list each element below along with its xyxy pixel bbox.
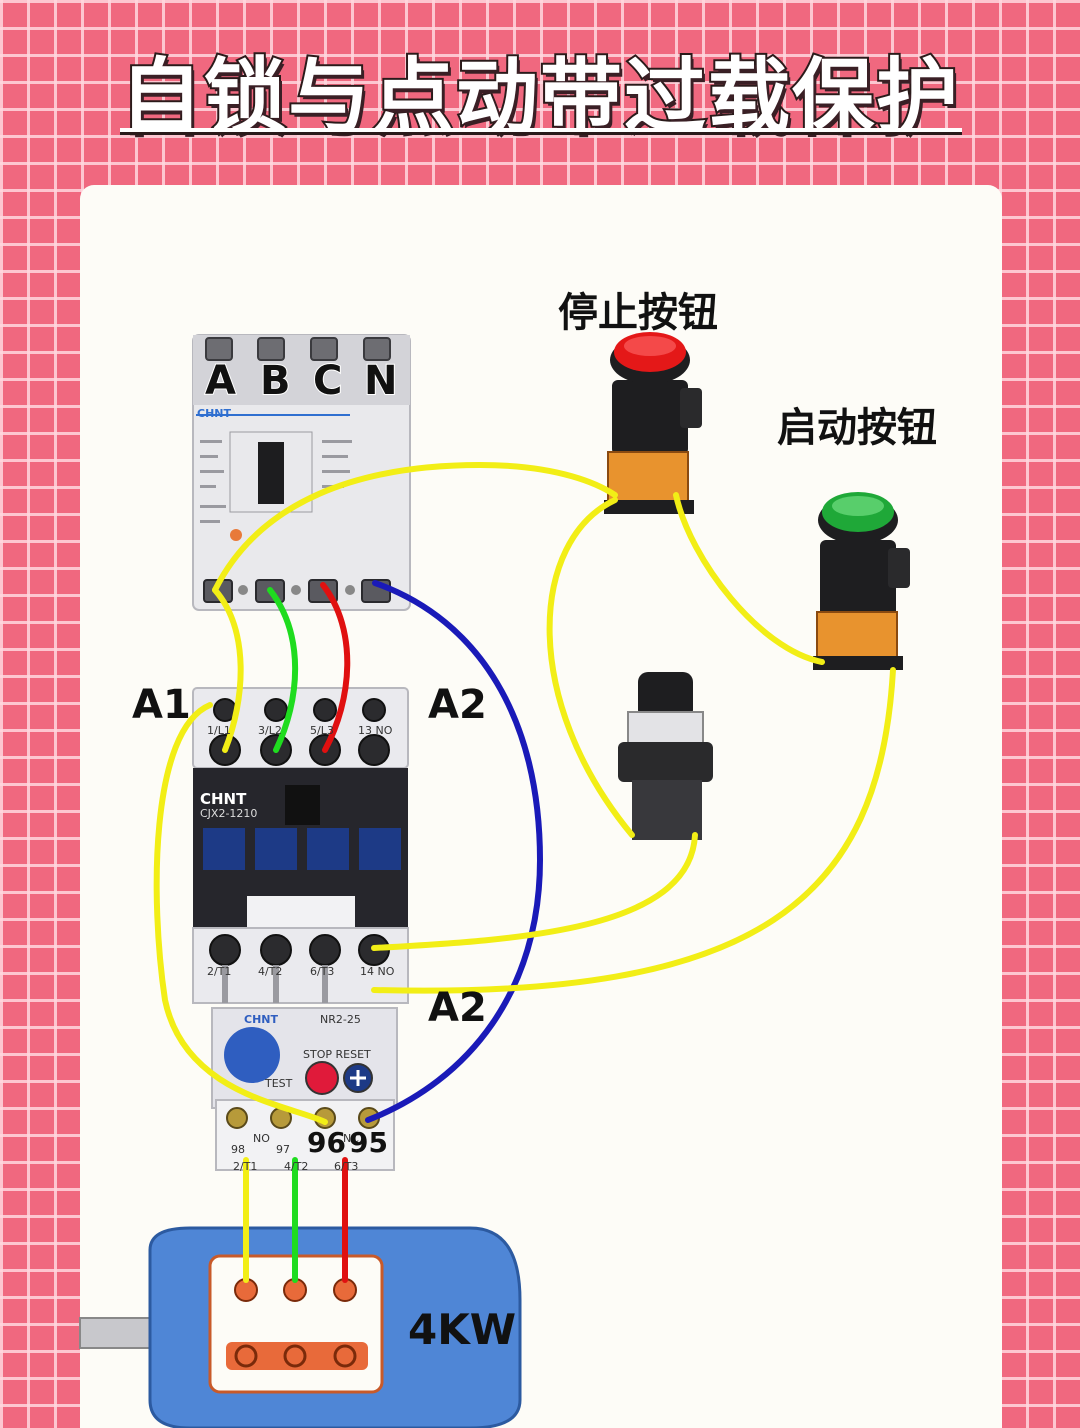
phase-a-label: A [204,357,237,405]
relay-brand: CHNT [244,1013,278,1026]
wire-start-to-14no [371,667,896,994]
contactor-terminal-14: 14 NO [360,965,395,978]
motor-icon [79,1226,522,1428]
wire-breaker-to-contactor-l1 [212,587,244,753]
contactor-terminal-3: 3/L2 [258,724,282,737]
relay-no: NO [253,1132,270,1145]
stop-button-icon [604,332,702,514]
wire-n-to-a2 [365,580,544,1123]
relay-stop-reset: STOP RESET [303,1048,371,1061]
contactor-model: CJX2-1210 [200,807,258,820]
relay-terminal-96: 96 [307,1126,346,1159]
relay-model: NR2-25 [320,1013,361,1026]
start-button-icon [813,492,910,670]
contactor-terminal-4: 4/T2 [258,965,283,978]
a2-top-label: A2 [428,682,487,728]
wire-a1-to-96 [153,702,328,1125]
relay-terminal-t2: 4/T2 [284,1160,309,1173]
wire-breaker-to-contactor-l2 [267,587,299,753]
phase-n-label: N [363,357,399,405]
wire-l1-to-stop [212,461,618,593]
relay-test: TEST [265,1077,293,1090]
wire-selector-to-13no [371,832,698,951]
wire-stop-to-selector [546,497,635,838]
phase-c-label: C [312,357,343,405]
breaker-brand: CHNT [197,407,231,420]
contactor-terminal-13: 13 NO [358,724,393,737]
relay-terminal-95: 95 [349,1126,388,1159]
contactor-brand: CHNT [200,790,247,808]
contactor-terminal-6: 6/T3 [310,965,335,978]
relay-nc: NC [343,1132,359,1145]
motor-power-label: 4KW [408,1305,517,1354]
wires [153,461,896,1283]
relay-terminal-97: 97 [276,1143,290,1156]
wire-stop-to-start [673,492,825,665]
contactor-terminal-2: 2/T1 [207,965,232,978]
title-underline [120,128,962,135]
relay-terminal-t3: 6/T3 [334,1160,359,1173]
relay-terminal-t1: 2/T1 [233,1160,258,1173]
relay-terminal-98: 98 [231,1143,245,1156]
contactor-terminal-1: 1/L1 [207,724,231,737]
phase-b-label: B [259,357,291,405]
wire-breaker-to-contactor-l3 [320,582,351,753]
selector-switch-icon [618,672,713,840]
a1-label: A1 [132,682,191,728]
a2-bottom-label: A2 [428,985,487,1031]
contactor-terminal-5: 5/L3 [310,724,334,737]
stop-button-label: 停止按钮 [558,290,718,336]
start-button-label: 启动按钮 [777,405,937,451]
